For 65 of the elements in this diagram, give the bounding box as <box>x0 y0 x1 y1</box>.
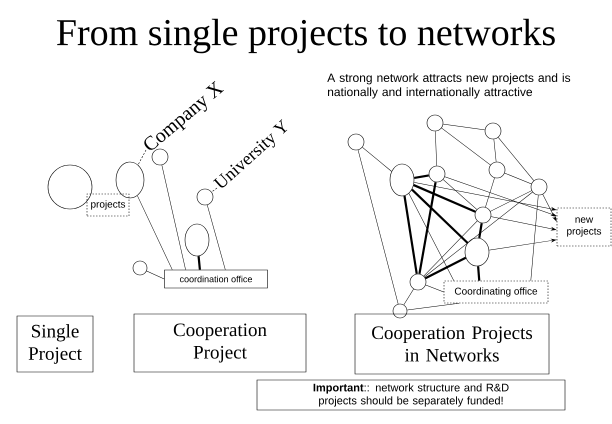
caption-box: Cooperation Project <box>134 314 306 372</box>
dashed-box: new projects <box>556 208 612 246</box>
circle-node <box>116 162 144 198</box>
connector-line <box>162 164 186 270</box>
connector-line <box>408 193 454 281</box>
circle-node <box>426 114 444 132</box>
connector-line <box>441 128 491 166</box>
circle-node <box>488 162 506 178</box>
connector-line <box>424 220 478 276</box>
arrow <box>414 182 556 211</box>
circle-node <box>474 206 492 224</box>
connector-line <box>413 184 476 213</box>
circle-node <box>48 164 92 210</box>
connector-line <box>146 270 164 280</box>
circle-node <box>196 188 214 206</box>
title: From single projects to networks <box>56 18 555 54</box>
circle-node <box>348 134 364 150</box>
caption-box: Single Project <box>16 316 94 372</box>
connector-line <box>362 147 392 172</box>
leader-line <box>138 150 146 166</box>
connector-line <box>442 124 486 130</box>
leader-line <box>211 188 218 192</box>
connector-line <box>426 284 444 292</box>
connector-line <box>414 174 430 179</box>
note-text: A strong network attracts new projects and is nationally and internationally attractive <box>327 73 570 99</box>
arrow <box>488 238 556 250</box>
arrow <box>490 216 556 231</box>
circle-node <box>132 260 148 276</box>
arrow <box>444 176 556 216</box>
connector-line <box>477 266 480 281</box>
connector-line <box>435 131 437 166</box>
connector-line <box>424 192 533 278</box>
note-box: Important:: network structure and R&D projects should be separately funded! <box>256 380 566 410</box>
connector-line <box>478 223 483 238</box>
circle-node <box>530 178 548 196</box>
connector-line <box>490 190 532 212</box>
connector-line <box>418 182 437 274</box>
connector-line <box>407 303 460 310</box>
caption-box: Cooperation Projects in Networks <box>354 314 550 374</box>
connector-line <box>494 139 496 162</box>
connector-line <box>197 256 201 270</box>
office-box: coordination office <box>164 270 268 288</box>
connector-line <box>403 196 418 274</box>
connector-line <box>442 179 478 210</box>
circle-node <box>428 166 446 182</box>
circle-node <box>184 224 210 256</box>
connector-line <box>404 288 414 306</box>
circle-node <box>392 304 408 318</box>
arrow <box>542 194 557 222</box>
connector-line <box>411 188 468 244</box>
circle-node <box>410 274 426 290</box>
circle-node <box>484 122 502 140</box>
circle-node <box>390 164 414 196</box>
connector-line <box>498 137 534 181</box>
connector-line <box>424 256 466 280</box>
connector-line <box>504 172 532 184</box>
connector-line <box>358 150 398 304</box>
dashed-box: projects <box>86 194 130 216</box>
dashed-box: Coordinating office <box>444 280 548 304</box>
connector-line <box>530 195 539 281</box>
circle-node <box>152 148 168 166</box>
connector-line <box>137 195 172 270</box>
connector-line <box>207 204 226 270</box>
connector-line <box>485 178 495 208</box>
circle-node <box>464 238 490 266</box>
